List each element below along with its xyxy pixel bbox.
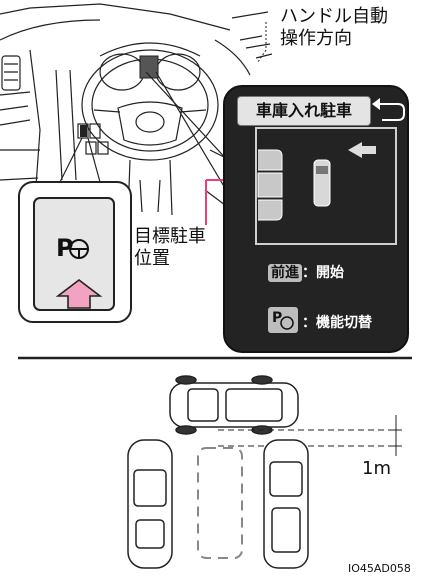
switch-mini-icon xyxy=(268,307,298,333)
target-position-label: 目標駐車 位置 xyxy=(134,226,206,270)
forward-key: 前進 xyxy=(268,264,302,282)
switch-p-label: P xyxy=(56,234,74,262)
target-position-label-line2: 位置 xyxy=(134,248,170,269)
parked-car-bottom xyxy=(258,199,283,221)
display-title: 車庫入れ駐車 xyxy=(237,96,371,126)
steering-direction-label-line2: 操作方向 xyxy=(280,28,352,49)
parking-scene-frame xyxy=(255,127,397,245)
forward-start-text: ：開始 xyxy=(302,265,344,281)
steering-label-leader xyxy=(257,22,267,63)
steering-direction-label-line1: ハンドル自動 xyxy=(280,6,388,27)
target-parking-space xyxy=(197,447,243,559)
switch-callout-line xyxy=(59,137,83,183)
target-space-marker xyxy=(257,172,283,198)
direction-arrow-icon xyxy=(348,142,376,158)
parked-car-top xyxy=(258,149,283,171)
steering-direction-label: ハンドル自動 操作方向 xyxy=(280,6,388,50)
return-arrow-icon xyxy=(380,103,405,121)
parked-vehicle-right xyxy=(263,439,309,569)
switch-callout-line-2 xyxy=(87,137,101,183)
parked-vehicle-left xyxy=(127,439,173,569)
distance-label: 1m xyxy=(362,458,391,479)
press-arrow-icon xyxy=(55,278,103,309)
forward-start-line: 前進：開始 xyxy=(268,262,344,282)
dash-display xyxy=(139,55,159,79)
park-assist-switch xyxy=(33,197,115,311)
function-switch-text: ：機能切替 xyxy=(302,315,372,331)
dash-switch xyxy=(80,125,87,137)
target-position-label-line1: 目標駐車 xyxy=(134,226,206,247)
switch-mini-p: P xyxy=(272,310,283,326)
figure-code: IO45AD058 xyxy=(348,562,411,575)
passing-vehicle xyxy=(169,375,299,435)
